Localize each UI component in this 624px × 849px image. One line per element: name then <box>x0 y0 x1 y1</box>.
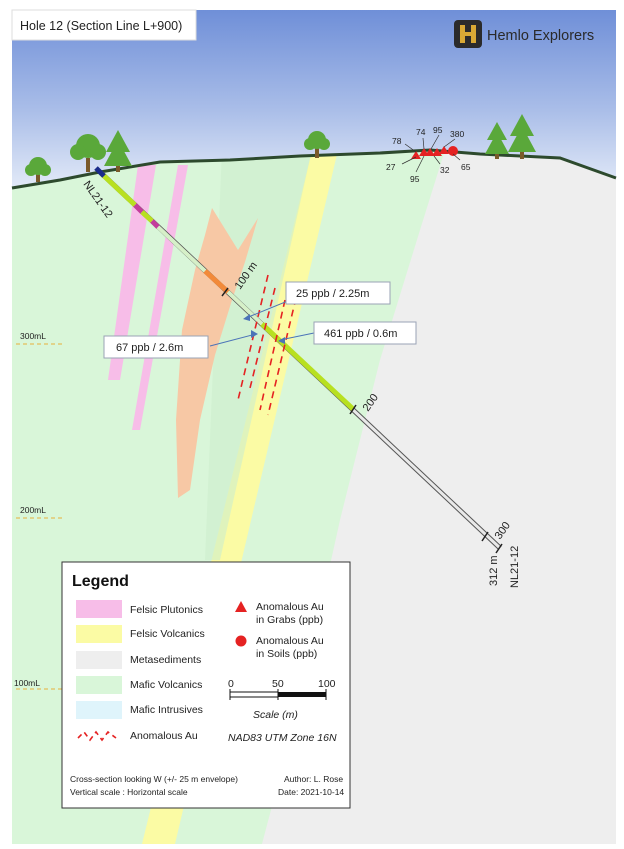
grab-value-label: 95 <box>433 125 443 135</box>
grab-samples: 78 74 95 380 27 95 32 65 <box>386 125 471 184</box>
pine-tree-icon <box>485 122 509 159</box>
legend-grab-samples: Anomalous Au in Grabs (ppb) <box>235 601 324 626</box>
section-note: Cross-section looking W (+/- 25 m envelo… <box>70 774 238 784</box>
svg-text:25 ppb / 2.25m: 25 ppb / 2.25m <box>296 288 369 300</box>
topography-line <box>11 148 617 190</box>
anomalous-au-zone <box>237 274 297 416</box>
arrow-icon <box>278 337 285 344</box>
legend-soil-samples: Anomalous Au in Soils (ppb) <box>235 635 324 660</box>
svg-text:Mafic Volcanics: Mafic Volcanics <box>130 679 202 691</box>
svg-text:0: 0 <box>228 678 234 690</box>
grab-value-label: 27 <box>386 162 396 172</box>
svg-text:100mL: 100mL <box>14 678 40 688</box>
page-title: Hole 12 (Section Line L+900) <box>20 19 182 33</box>
geology-section <box>12 150 616 844</box>
hole-end-tick <box>495 543 503 554</box>
scale-bar: 0 50 100 Scale (m) NAD83 UTM Zone 16N <box>228 678 337 744</box>
svg-text:67 ppb / 2.6m: 67 ppb / 2.6m <box>116 342 183 354</box>
svg-text:in Grabs (ppb): in Grabs (ppb) <box>256 614 323 626</box>
tree-icon <box>304 131 330 158</box>
scale-title: Scale (m) <box>253 709 298 721</box>
svg-text:50: 50 <box>272 678 284 690</box>
scale-note: Vertical scale : Horizontal scale <box>70 787 188 797</box>
triangle-icon <box>235 601 247 612</box>
hemlo-logo: Hemlo Explorers <box>454 20 594 48</box>
level-marker-300: 300mL <box>16 331 62 345</box>
svg-text:Anomalous Au: Anomalous Au <box>130 730 198 742</box>
legend-item-felsic-volcanics: Felsic Volcanics <box>76 625 205 643</box>
author-label: Author: L. Rose <box>284 774 343 784</box>
grab-value-label: 32 <box>440 165 450 175</box>
hole-end-depth-label: 312 m <box>488 555 500 586</box>
felsic-plutonics-stringer <box>108 165 156 380</box>
tree-icon <box>25 157 51 182</box>
core-interval <box>226 290 264 326</box>
svg-text:Metasediments: Metasediments <box>130 654 201 666</box>
grab-value-label: 380 <box>450 129 464 139</box>
intrusive-body <box>176 208 258 498</box>
circle-icon <box>235 635 247 647</box>
core-interval <box>260 322 355 411</box>
level-marker-200: 200mL <box>16 505 62 519</box>
depth-tick <box>481 531 489 542</box>
callout-25ppb: 25 ppb / 2.25m <box>285 281 391 305</box>
core-interval <box>140 210 154 223</box>
legend-item-mafic-volcanics: Mafic Volcanics <box>76 676 202 694</box>
logo-text: Hemlo Explorers <box>487 28 594 44</box>
svg-text:Mafic Intrusives: Mafic Intrusives <box>130 704 203 716</box>
svg-text:Anomalous Au: Anomalous Au <box>256 601 324 613</box>
level-marker-100: 100mL <box>14 678 62 690</box>
svg-text:300mL: 300mL <box>20 331 46 341</box>
soil-sample-circle <box>448 146 458 156</box>
core-interval <box>133 203 144 214</box>
legend-item-mafic-intrusives: Mafic Intrusives <box>76 701 203 719</box>
pine-tree-icon <box>508 114 536 159</box>
date-label: Date: 2021-10-14 <box>278 787 344 797</box>
svg-text:in Soils (ppb): in Soils (ppb) <box>256 648 317 660</box>
pine-tree-icon <box>104 130 132 172</box>
grab-value-label: 74 <box>416 127 426 137</box>
core-interval <box>203 269 230 294</box>
grab-value-label: 95 <box>410 174 420 184</box>
tree-icon <box>70 134 106 172</box>
svg-text:461 ppb / 0.6m: 461 ppb / 0.6m <box>324 328 397 340</box>
grab-sample-triangle <box>439 146 449 154</box>
svg-text:200mL: 200mL <box>20 505 46 515</box>
depth-tick <box>221 287 229 297</box>
collar-marker <box>94 166 106 178</box>
depth-tick <box>349 404 357 415</box>
svg-text:Felsic Volcanics: Felsic Volcanics <box>130 628 205 640</box>
legend: Legend Felsic Plutonics Felsic Volcanics… <box>61 561 351 809</box>
hole-end-name-label: NL21-12 <box>509 546 521 588</box>
projection-label: NAD83 UTM Zone 16N <box>228 732 337 744</box>
arrow-icon <box>243 314 250 321</box>
drillhole-trace <box>94 166 503 554</box>
legend-item-felsic-plutonics: Felsic Plutonics <box>76 600 203 618</box>
legend-item-metasediments: Metasediments <box>76 651 201 669</box>
grab-value-label: 78 <box>392 136 402 146</box>
dashed-line-icon <box>77 730 117 742</box>
core-interval <box>156 225 207 273</box>
callout-67ppb: 67 ppb / 2.6m <box>103 335 209 359</box>
core-interval <box>100 172 137 207</box>
core-interval <box>150 219 160 229</box>
grab-sample-triangle <box>425 148 435 156</box>
legend-title: Legend <box>72 573 129 590</box>
svg-text:Felsic Plutonics: Felsic Plutonics <box>130 604 203 616</box>
svg-text:Anomalous Au: Anomalous Au <box>256 635 324 647</box>
legend-item-anomalous-au: Anomalous Au <box>77 730 198 742</box>
grab-value-label: 65 <box>461 162 471 172</box>
svg-text:100: 100 <box>318 678 336 690</box>
callout-461ppb: 461 ppb / 0.6m <box>313 321 417 345</box>
title-box: Hole 12 (Section Line L+900) <box>11 9 197 41</box>
grab-sample-triangle <box>411 151 421 159</box>
felsic-plutonics-stringer <box>132 165 188 430</box>
arrow-icon <box>251 330 258 338</box>
